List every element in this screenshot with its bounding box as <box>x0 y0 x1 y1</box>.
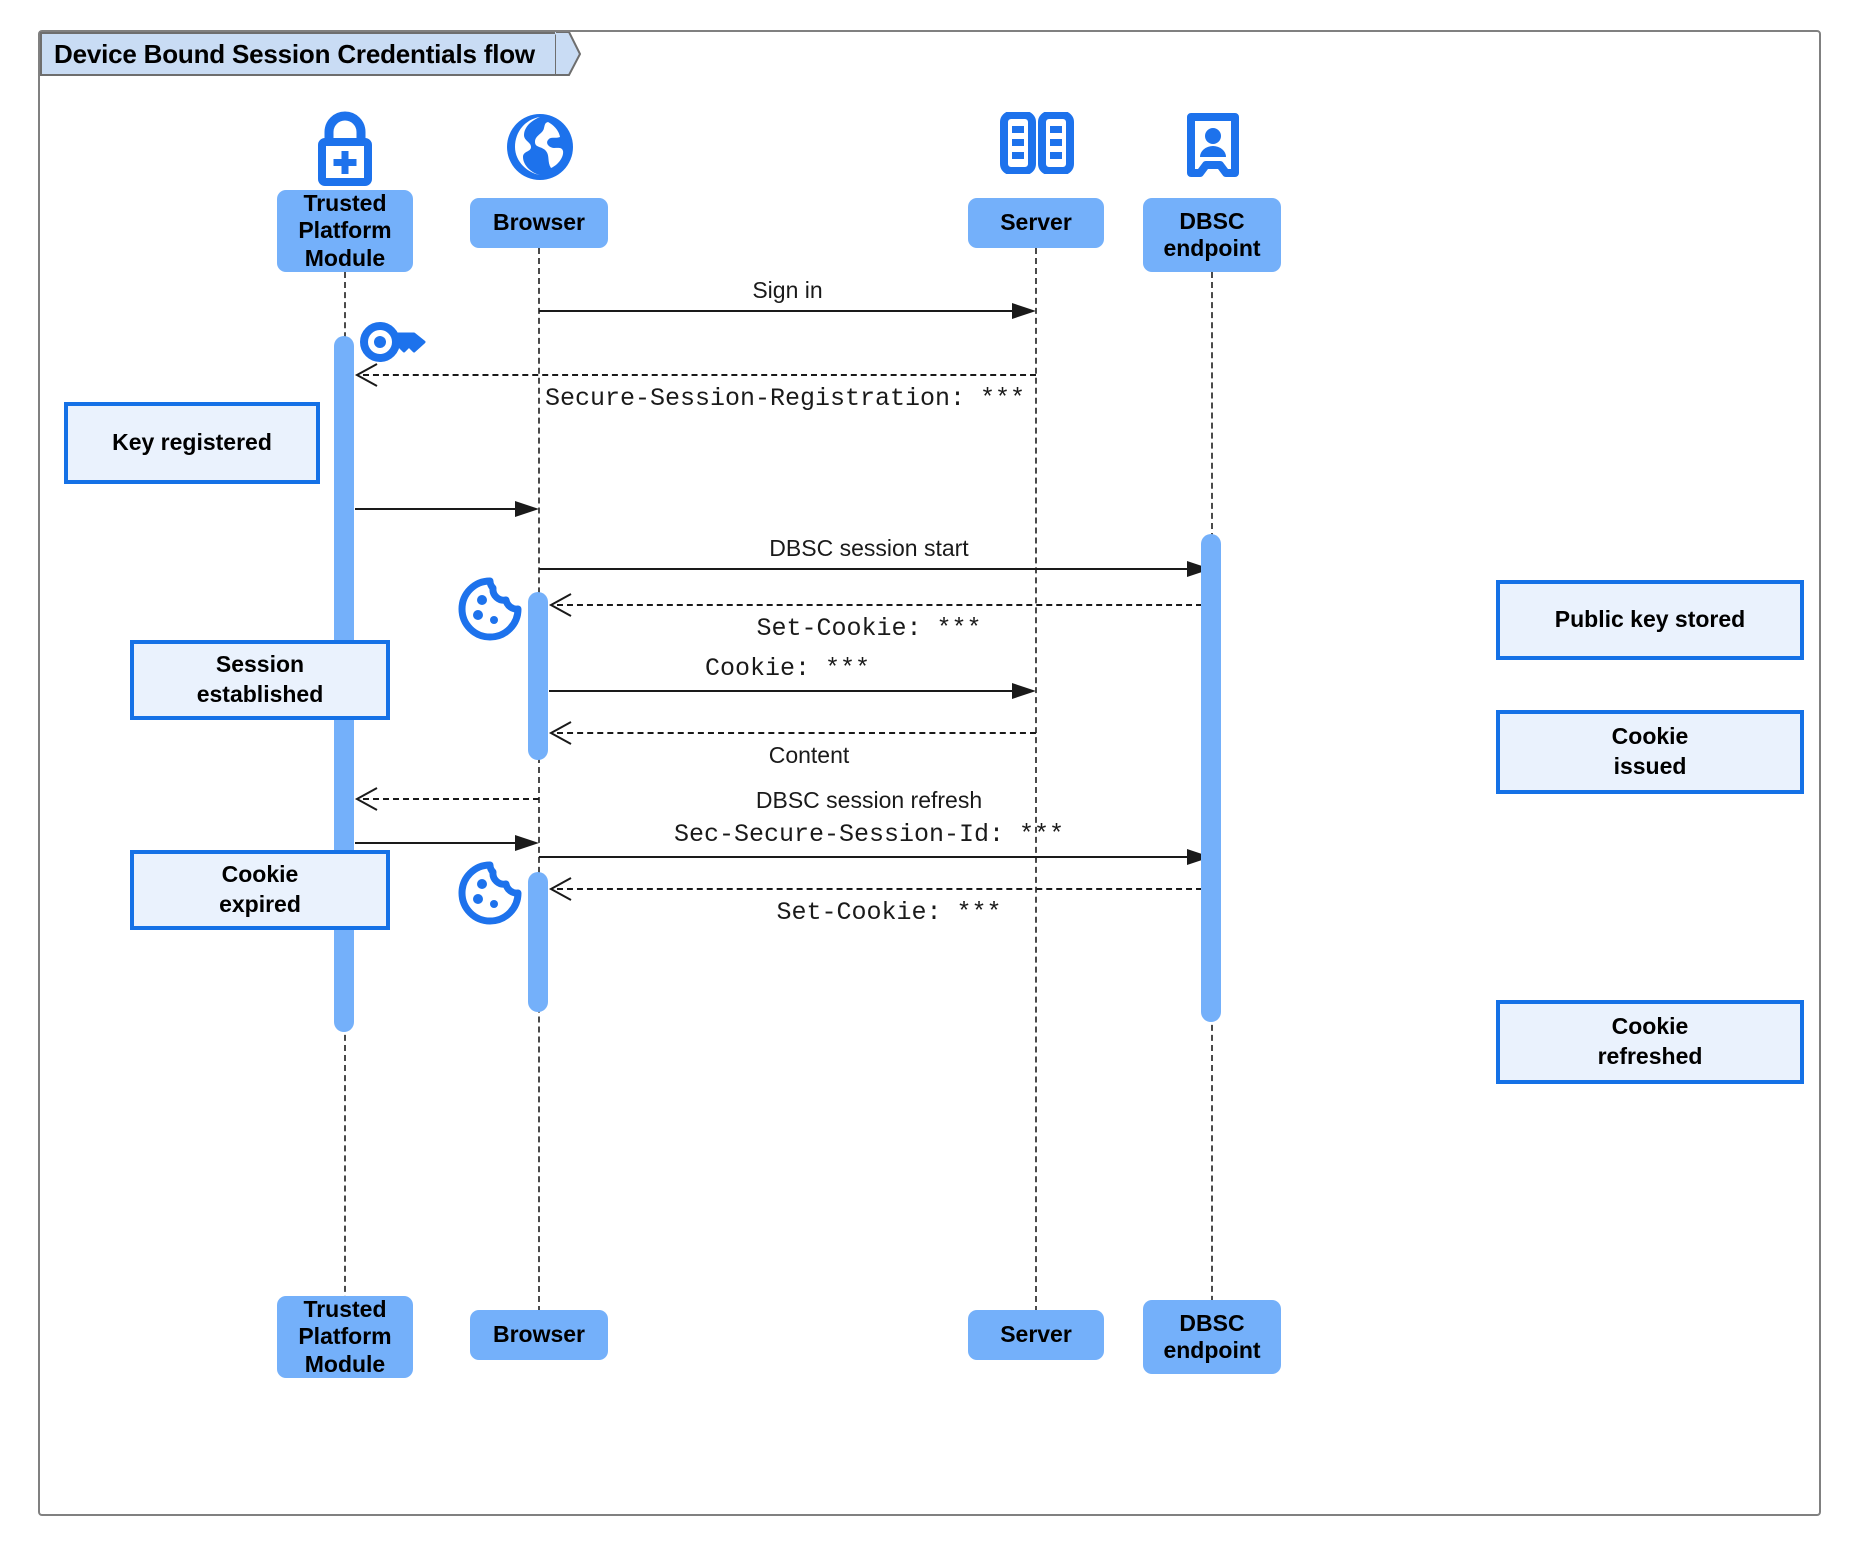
arrowhead-left <box>354 363 379 387</box>
participant-label: Browser <box>492 209 586 236</box>
message-label: Cookie: *** <box>704 654 871 683</box>
page-title: Device Bound Session Credentials flow <box>54 38 535 69</box>
arrowhead-left <box>548 877 573 901</box>
server-rack-icon <box>1000 112 1074 174</box>
lock-plus-icon <box>307 108 383 186</box>
note-text: Key registered <box>112 429 272 456</box>
note-key-registered: Key registered <box>64 402 320 484</box>
arrowhead-left <box>548 593 573 617</box>
activation-bar-dbsc <box>1201 534 1221 1022</box>
message-label: DBSC session start <box>769 535 969 561</box>
arrowhead-right <box>1187 560 1213 578</box>
arrowhead-right <box>1012 682 1038 700</box>
participant-server-bottom[interactable]: Server <box>968 1310 1104 1360</box>
note-text: Public key stored <box>1554 606 1746 633</box>
activation-bar-browser <box>528 592 548 760</box>
participant-label: Browser <box>492 1321 586 1348</box>
lifeline-browser <box>538 248 540 1322</box>
arrowhead-left <box>354 787 379 811</box>
id-badge-icon <box>1186 112 1240 178</box>
message-label: Secure-Session-Registration: *** <box>544 384 1026 413</box>
lifeline-server <box>1035 248 1037 1322</box>
message-label-line2: Sec-Secure-Session-Id: *** <box>673 820 1065 849</box>
participant-label: Server <box>1000 209 1072 236</box>
message-label: Sign in <box>752 277 823 303</box>
title-tab-nose <box>554 32 581 76</box>
cookie-icon <box>457 861 523 925</box>
arrowhead-left <box>548 721 573 745</box>
message-label: Set-Cookie: *** <box>756 614 982 643</box>
cookie-icon <box>457 577 523 641</box>
message-label: Content <box>768 742 850 768</box>
participant-browser-top[interactable]: Browser <box>470 198 608 248</box>
note-public-key-stored: Public key stored <box>1496 580 1804 660</box>
message-label-line1: DBSC session refresh <box>755 787 983 813</box>
arrowhead-right <box>1012 302 1038 320</box>
participant-server-top[interactable]: Server <box>968 198 1104 248</box>
arrowhead-right <box>515 500 541 518</box>
arrowhead-right <box>1187 848 1213 866</box>
globe-icon <box>504 112 576 182</box>
key-icon <box>358 320 430 364</box>
participant-browser-bottom[interactable]: Browser <box>470 1310 608 1360</box>
participant-label: Server <box>1000 1321 1072 1348</box>
diagram-title-tab: Device Bound Session Credentials flow <box>40 32 557 76</box>
message-label: Set-Cookie: *** <box>776 898 1002 927</box>
arrowhead-right <box>515 834 541 852</box>
activation-bar-browser-2 <box>528 872 548 1012</box>
